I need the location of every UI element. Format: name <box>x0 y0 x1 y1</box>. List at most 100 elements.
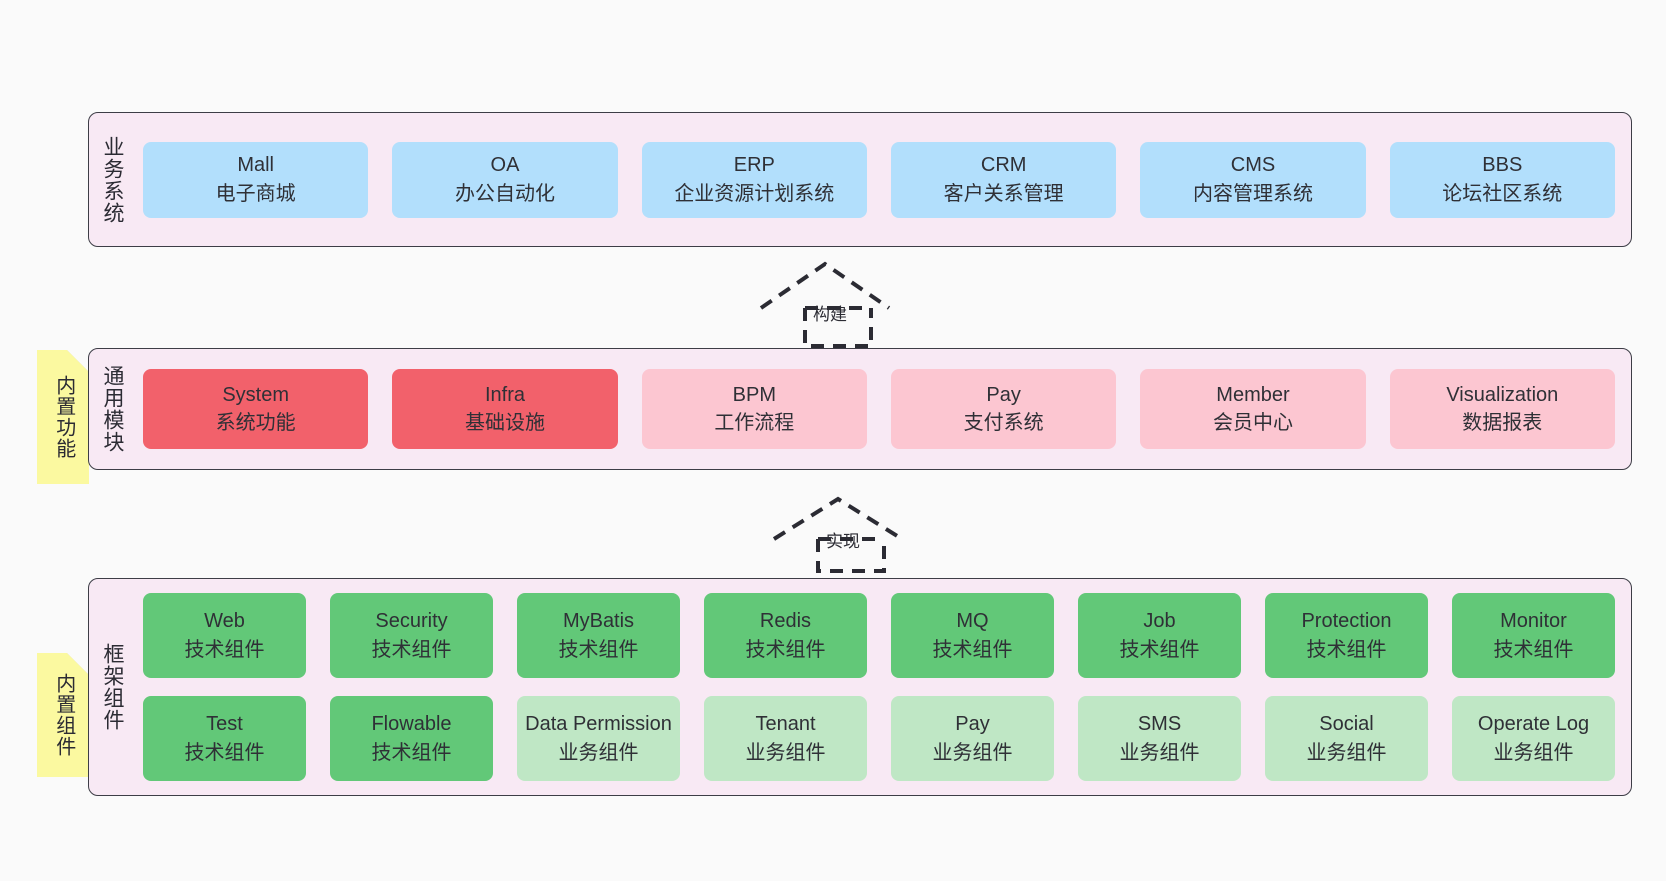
node-title: MyBatis <box>562 610 635 633</box>
node-social[interactable]: Social 业务组件 <box>1265 696 1428 781</box>
node-subtitle: 业务组件 <box>558 741 639 764</box>
node-title: Pay <box>986 383 1021 406</box>
node-subtitle: 业务组件 <box>932 741 1013 764</box>
node-security[interactable]: Security 技术组件 <box>330 593 493 678</box>
node-title: Flowable <box>371 713 452 736</box>
node-title: ERP <box>733 154 775 177</box>
node-title: Job <box>1143 610 1176 633</box>
node-subtitle: 业务组件 <box>1306 741 1387 764</box>
note-fold-corner-icon <box>67 653 89 675</box>
node-title: SMS <box>1137 713 1182 736</box>
node-subtitle: 技术组件 <box>1119 638 1200 661</box>
node-system[interactable]: System 系统功能 <box>143 369 369 449</box>
node-job[interactable]: Job 技术组件 <box>1078 593 1241 678</box>
note-label: 内置功能 <box>52 375 75 459</box>
node-title: Monitor <box>1500 610 1567 633</box>
node-subtitle: 会员中心 <box>1212 412 1293 434</box>
node-flowable[interactable]: Flowable 技术组件 <box>330 696 493 781</box>
node-data-permission[interactable]: Data Permission 业务组件 <box>517 696 680 781</box>
node-sms[interactable]: SMS 业务组件 <box>1078 696 1241 781</box>
node-cms[interactable]: CMS 内容管理系统 <box>1140 141 1366 218</box>
note-builtin-features: 内置功能 <box>37 350 89 484</box>
node-subtitle: 技术组件 <box>932 638 1013 661</box>
node-subtitle: 基础设施 <box>464 412 545 434</box>
node-title: Data Permission <box>525 713 672 736</box>
node-subtitle: 技术组件 <box>371 638 452 661</box>
layer-row: Mall 电子商城 OA 办公自动化 ERP 企业资源计划系统 CRM 客户关系… <box>143 141 1615 218</box>
node-member[interactable]: Member 会员中心 <box>1140 369 1366 449</box>
node-subtitle: 数据报表 <box>1462 412 1543 434</box>
node-subtitle: 论坛社区系统 <box>1442 182 1563 205</box>
node-erp[interactable]: ERP 企业资源计划系统 <box>641 141 867 218</box>
node-web[interactable]: Web 技术组件 <box>143 593 306 678</box>
note-builtin-components: 内置组件 <box>37 653 89 777</box>
node-mall[interactable]: Mall 电子商城 <box>143 141 369 218</box>
note-label: 内置组件 <box>52 673 75 757</box>
layer-body-framework: Web 技术组件 Security 技术组件 MyBatis 技术组件 Redi… <box>135 579 1631 795</box>
layer-body-business: Mall 电子商城 OA 办公自动化 ERP 企业资源计划系统 CRM 客户关系… <box>135 113 1631 246</box>
layer-business-system: 业务系统 Mall 电子商城 OA 办公自动化 ERP 企业资源计划系统 CRM… <box>88 112 1632 247</box>
node-tenant[interactable]: Tenant 业务组件 <box>704 696 867 781</box>
node-subtitle: 业务组件 <box>745 741 826 764</box>
layer-row: Test 技术组件 Flowable 技术组件 Data Permission … <box>143 696 1615 781</box>
node-protection[interactable]: Protection 技术组件 <box>1265 593 1428 678</box>
node-subtitle: 业务组件 <box>1119 741 1200 764</box>
node-bbs[interactable]: BBS 论坛社区系统 <box>1389 141 1615 218</box>
node-subtitle: 工作流程 <box>714 412 795 434</box>
node-subtitle: 技术组件 <box>1493 638 1574 661</box>
node-subtitle: 电子商城 <box>215 182 296 205</box>
layer-title-framework: 框架组件 <box>100 643 124 731</box>
node-pay[interactable]: Pay 支付系统 <box>890 369 1117 449</box>
layer-title-business: 业务系统 <box>100 135 124 224</box>
node-title: Test <box>206 713 243 736</box>
node-subtitle: 企业资源计划系统 <box>674 182 835 205</box>
layer-body-common: System 系统功能 Infra 基础设施 BPM 工作流程 Pay 支付系统… <box>135 349 1631 469</box>
layer-common-module: 通用模块 System 系统功能 Infra 基础设施 BPM 工作流程 Pay… <box>88 348 1632 470</box>
node-subtitle: 系统功能 <box>215 412 296 434</box>
node-title: BBS <box>1482 154 1523 177</box>
node-visualization[interactable]: Visualization 数据报表 <box>1389 369 1615 449</box>
node-crm[interactable]: CRM 客户关系管理 <box>890 141 1117 218</box>
node-oa[interactable]: OA 办公自动化 <box>392 141 618 218</box>
node-operate-log[interactable]: Operate Log 业务组件 <box>1452 696 1615 781</box>
layer-framework-component: 框架组件 Web 技术组件 Security 技术组件 MyBatis 技术组件… <box>88 578 1632 796</box>
node-title: BPM <box>732 383 776 406</box>
node-title: Protection <box>1301 610 1392 633</box>
node-redis[interactable]: Redis 技术组件 <box>704 593 867 678</box>
node-title: Social <box>1319 713 1374 736</box>
node-mybatis[interactable]: MyBatis 技术组件 <box>517 593 680 678</box>
node-subtitle: 技术组件 <box>1306 638 1387 661</box>
arrow-label-implement: 实现 <box>826 532 860 551</box>
node-bpm[interactable]: BPM 工作流程 <box>641 369 867 449</box>
node-monitor[interactable]: Monitor 技术组件 <box>1452 593 1615 678</box>
layer-row: System 系统功能 Infra 基础设施 BPM 工作流程 Pay 支付系统… <box>143 369 1615 449</box>
node-infra[interactable]: Infra 基础设施 <box>392 369 618 449</box>
node-title: Member <box>1216 383 1290 406</box>
node-title: Tenant <box>755 713 816 736</box>
node-subtitle: 办公自动化 <box>454 182 555 205</box>
note-fold-corner-icon <box>67 350 89 372</box>
node-subtitle: 技术组件 <box>371 741 452 764</box>
node-title: CRM <box>980 154 1027 177</box>
node-title: Infra <box>484 383 525 406</box>
node-title: System <box>222 383 289 406</box>
node-subtitle: 内容管理系统 <box>1192 182 1313 205</box>
arrow-build: 构建 <box>755 258 915 348</box>
node-pay-biz[interactable]: Pay 业务组件 <box>891 696 1054 781</box>
node-test[interactable]: Test 技术组件 <box>143 696 306 781</box>
node-subtitle: 客户关系管理 <box>943 182 1064 205</box>
node-title: CMS <box>1230 154 1276 177</box>
node-title: Pay <box>955 713 990 736</box>
node-subtitle: 技术组件 <box>184 638 265 661</box>
node-title: OA <box>490 154 520 177</box>
node-subtitle: 技术组件 <box>184 741 265 764</box>
node-mq[interactable]: MQ 技术组件 <box>891 593 1054 678</box>
node-title: Redis <box>759 610 812 633</box>
node-title: Visualization <box>1446 383 1559 406</box>
node-subtitle: 技术组件 <box>745 638 826 661</box>
arrow-label-build: 构建 <box>813 305 847 324</box>
node-subtitle: 支付系统 <box>963 412 1044 434</box>
layer-title-common: 通用模块 <box>100 365 124 453</box>
node-subtitle: 业务组件 <box>1493 741 1574 764</box>
